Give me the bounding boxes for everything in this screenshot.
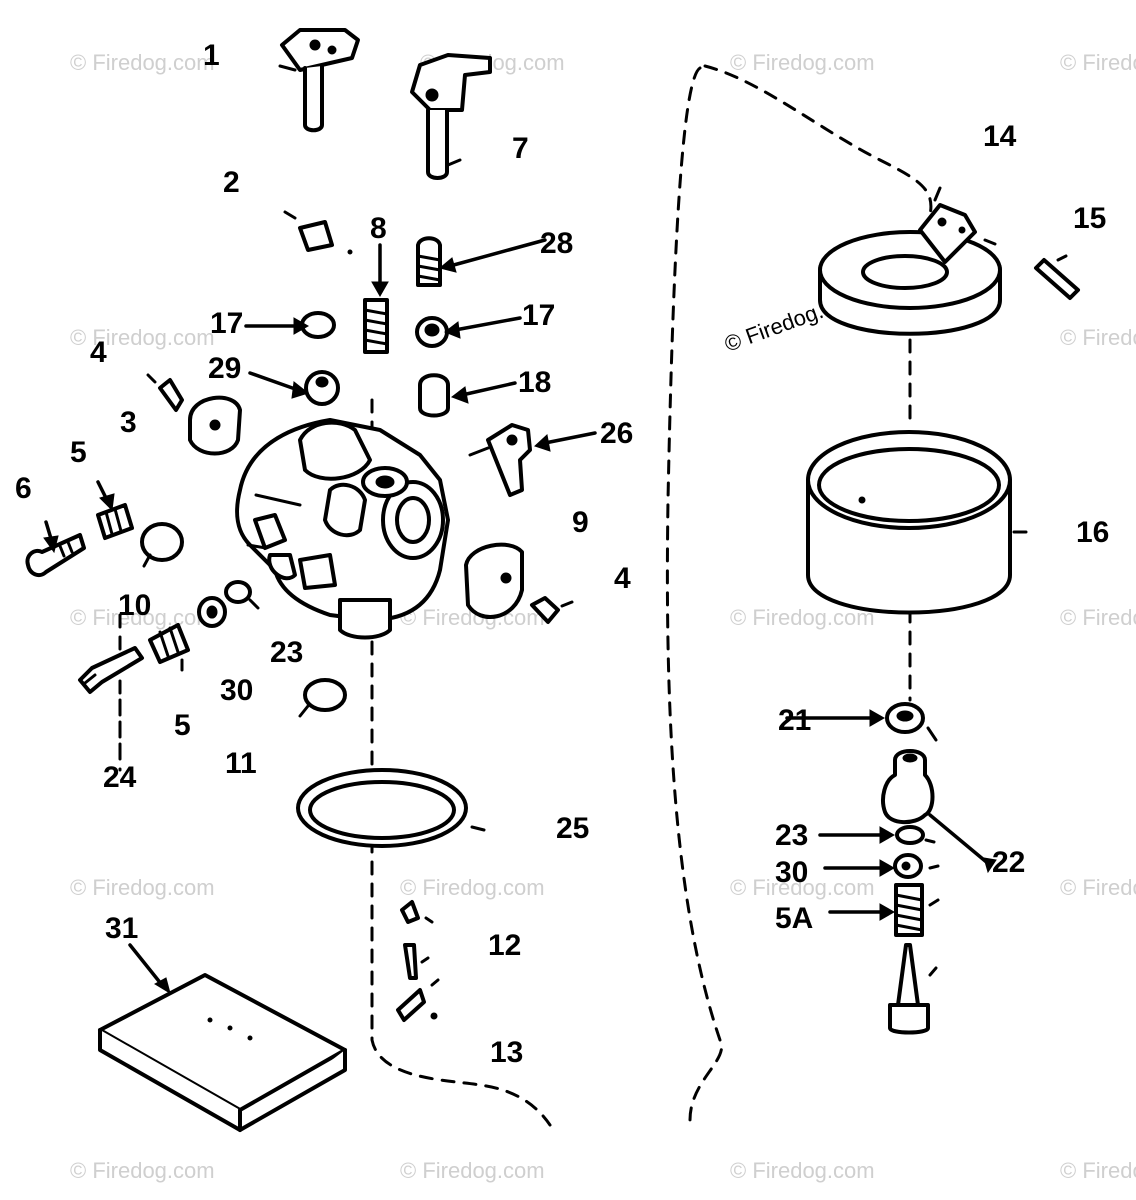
callout-17: 17 xyxy=(210,307,243,340)
callout-1: 1 xyxy=(203,39,220,72)
part-9-plate xyxy=(464,542,524,619)
callout-30: 30 xyxy=(220,674,253,707)
callout-labels: 1 2 3 4 4 5 5 5A 6 7 8 9 10 11 12 13 14 … xyxy=(15,39,1109,1069)
part-10-gasket xyxy=(140,522,184,568)
watermark: © Firedog.com xyxy=(70,325,215,350)
part-14-float xyxy=(818,186,1002,336)
part-11-gasket xyxy=(298,678,347,718)
watermark: © Firedog.com xyxy=(730,875,875,900)
callout-11: 11 xyxy=(225,747,257,780)
part-throttle-shaft xyxy=(410,53,492,180)
part-15-pin xyxy=(1034,254,1080,300)
watermark: © Firedog.com xyxy=(730,50,875,75)
callout-17: 17 xyxy=(522,299,555,332)
part-5-spring xyxy=(96,503,134,540)
part-25-bowl-gasket xyxy=(296,768,486,848)
watermark: © Firedog.com xyxy=(1060,605,1136,630)
callout-4: 4 xyxy=(614,562,631,595)
watermark: © Firedog.com xyxy=(1060,1158,1136,1183)
assembly-dashed-line xyxy=(665,66,724,1122)
callout-23: 23 xyxy=(775,819,808,852)
part-8-spring xyxy=(363,298,389,354)
watermark: © Firedog.com xyxy=(70,1158,215,1183)
part-12-needle xyxy=(396,900,440,1022)
watermark: © Firedog.com xyxy=(70,875,215,900)
callout-26: 26 xyxy=(600,417,633,450)
part-6-screw xyxy=(25,533,86,578)
callout-5: 5 xyxy=(174,709,191,742)
part-30-washer xyxy=(893,853,940,879)
callout-2: 2 xyxy=(223,166,240,199)
callout-15: 15 xyxy=(1073,202,1106,235)
part-23-oring xyxy=(895,825,936,845)
watermark: © Firedog.com xyxy=(730,605,875,630)
part-2 xyxy=(283,210,353,255)
callout-6: 6 xyxy=(15,472,32,505)
part-23-oring xyxy=(224,580,260,610)
callout-21: 21 xyxy=(778,704,811,737)
callout-12: 12 xyxy=(488,929,521,962)
callout-25: 25 xyxy=(556,812,589,845)
watermark: © Firedog.com xyxy=(1060,50,1136,75)
callout-30: 30 xyxy=(775,856,808,889)
watermark: © Firedog.com xyxy=(730,1158,875,1183)
watermark: © Firedog.com xyxy=(70,605,215,630)
callout-3: 3 xyxy=(120,406,137,439)
part-30-washer xyxy=(197,596,227,628)
callout-24: 24 xyxy=(103,761,137,794)
watermark-layer: © Firedog.com © Firedog.com © Firedog.co… xyxy=(70,50,1136,1183)
part-choke-shaft xyxy=(278,28,360,133)
callout-22: 22 xyxy=(992,846,1025,879)
part-carburetor-body xyxy=(235,418,450,640)
part-4-screw xyxy=(146,373,184,412)
callout-7: 7 xyxy=(512,132,529,165)
leader-lines xyxy=(43,238,997,995)
part-18-bushing xyxy=(418,373,450,418)
part-5A-spring xyxy=(894,883,940,937)
callout-5: 5 xyxy=(70,436,87,469)
callout-13: 13 xyxy=(490,1036,523,1069)
part-16-float-bowl xyxy=(806,430,1028,615)
callout-28: 28 xyxy=(540,227,573,260)
callout-10: 10 xyxy=(118,589,151,622)
part-main-needle xyxy=(888,943,938,1035)
callout-5A: 5A xyxy=(775,902,813,935)
callout-16: 16 xyxy=(1076,516,1109,549)
part-29-seat xyxy=(304,370,340,406)
callout-4: 4 xyxy=(90,336,107,369)
part-4-screw xyxy=(530,596,574,624)
watermark: © Firedog.com xyxy=(70,50,215,75)
watermark: © Firedog.com xyxy=(400,1158,545,1183)
watermark: © Firedog.com xyxy=(400,875,545,900)
part-5-spring xyxy=(148,623,190,672)
part-3-plate xyxy=(188,395,242,456)
callout-18: 18 xyxy=(518,366,551,399)
part-26-fuel-elbow xyxy=(468,423,532,497)
watermark: © Firedog.com xyxy=(1060,325,1136,350)
assembly-dashed-line xyxy=(370,398,552,1127)
assembly-dashed-line xyxy=(703,64,933,217)
part-22-bowl-nut xyxy=(881,749,935,825)
callout-23: 23 xyxy=(270,636,303,669)
callout-8: 8 xyxy=(370,212,387,245)
part-21-nut xyxy=(885,702,938,742)
part-28-spring xyxy=(416,236,442,287)
callout-14: 14 xyxy=(983,120,1017,153)
callout-31: 31 xyxy=(105,912,138,945)
assembly-lines xyxy=(118,64,933,1127)
part-31-filter xyxy=(98,973,347,1132)
part-24-needle xyxy=(78,646,144,762)
callout-29: 29 xyxy=(208,352,241,385)
part-17-nut xyxy=(415,316,449,348)
callout-9: 9 xyxy=(572,506,589,539)
watermark: © Firedog.com xyxy=(1060,875,1136,900)
